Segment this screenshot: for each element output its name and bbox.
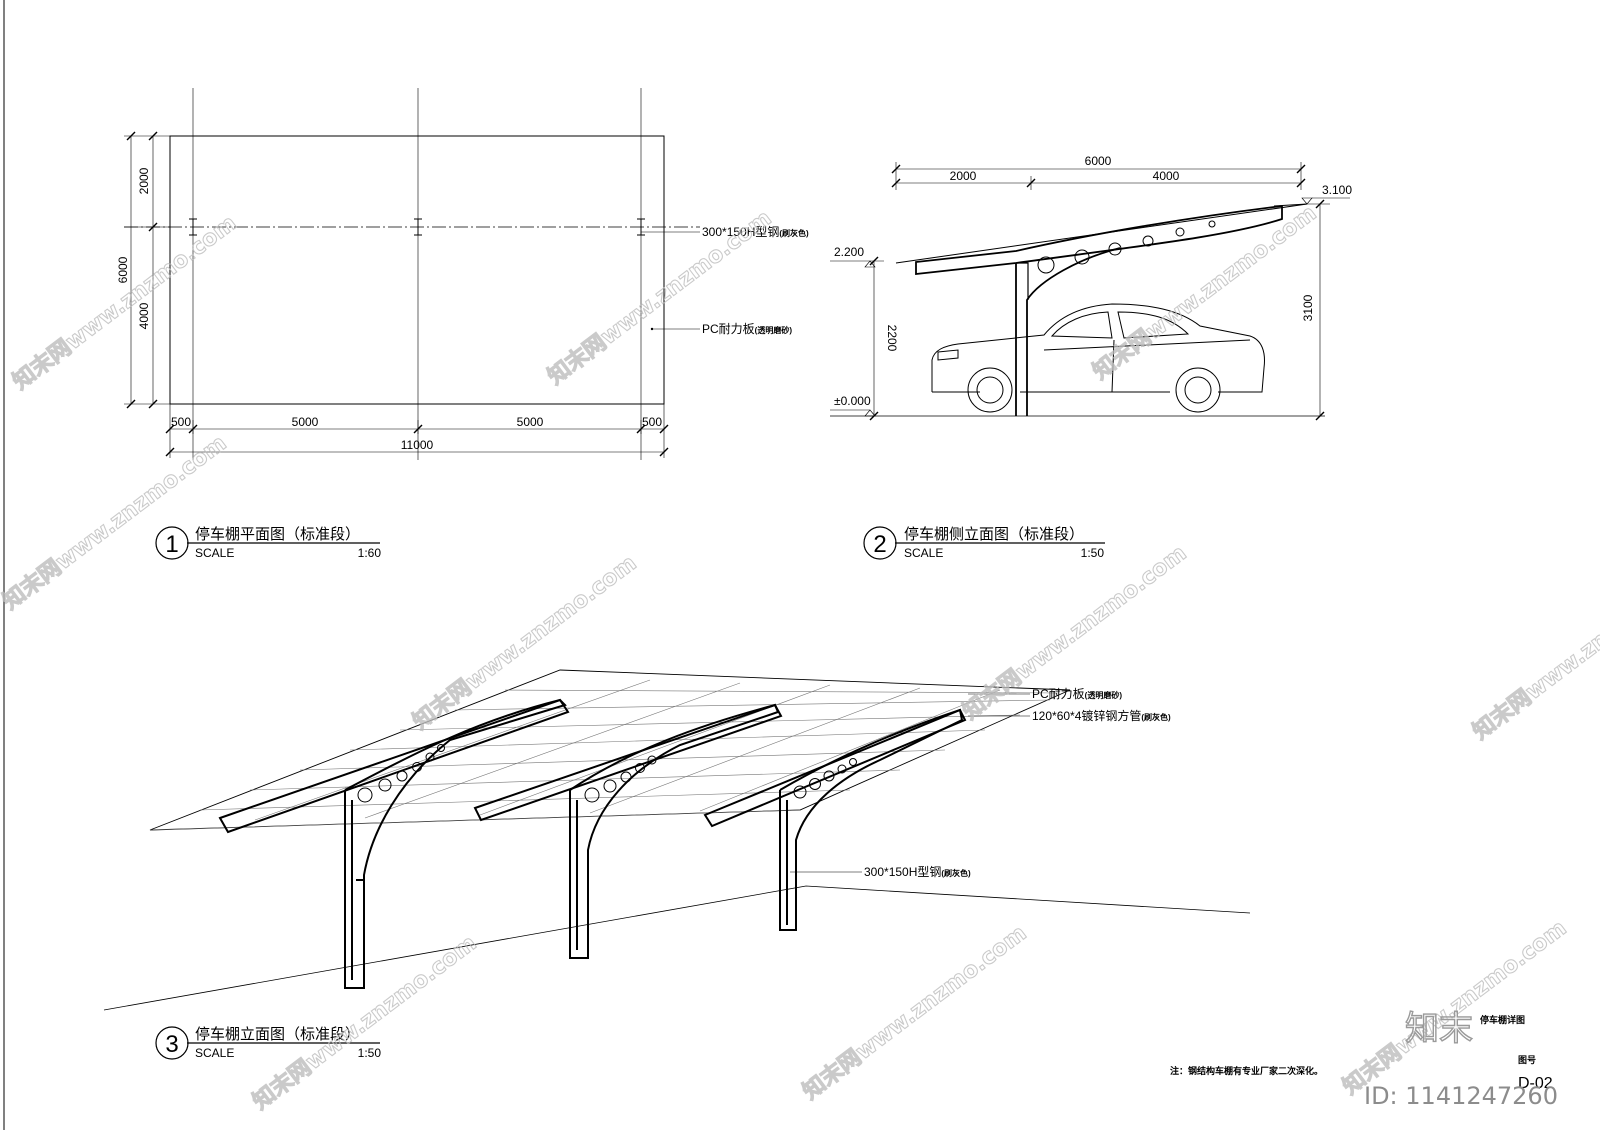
side-column (1015, 247, 1121, 416)
plan-dim-500-right: 500 (642, 415, 662, 429)
plan-scale-value: 1:60 (358, 546, 382, 560)
perspective-frame-3 (703, 708, 967, 931)
side-elevation: 6000 2000 4000 3.100 3100 2.200 2200 ±0.… (830, 154, 1352, 560)
side-car (931, 303, 1265, 413)
watermark-text: 知末网www.znzmo.com (0, 430, 231, 615)
side-level-ground: ±0.000 (834, 394, 871, 408)
side-scale-value: 1:50 (1081, 546, 1105, 560)
plan-dim-4000: 4000 (137, 302, 151, 329)
watermark-layer: 知末网www.znzmo.com 知末网www.znzmo.com 知末网www… (0, 199, 1600, 1115)
side-height-left: 2200 (885, 325, 899, 352)
perspective-frame-2 (473, 703, 783, 959)
side-cantilever-beam (915, 204, 1283, 276)
plan-dim-2000: 2000 (137, 167, 151, 194)
titleblock-note: 注：钢结构车棚有专业厂家二次深化。 (1170, 1065, 1323, 1076)
perspective-title: 停车棚立面图（标准段） (195, 1026, 360, 1043)
side-dim-4000: 4000 (1153, 169, 1180, 183)
side-level-top: 3.100 (1322, 183, 1352, 197)
watermark-text: 知末网www.znzmo.com (1088, 200, 1321, 385)
side-height-right: 3100 (1301, 294, 1315, 321)
plan-title: 停车棚平面图（标准段） (195, 526, 360, 543)
watermark-text: 知末网www.znzmo.com (543, 205, 776, 390)
plan-label-beam: 300*150H型钢(刷灰色) (702, 225, 809, 239)
perspective-label-column: 300*150H型钢(刷灰色) (864, 865, 971, 879)
perspective-label-purlin: 120*60*4镀锌钢方管(刷灰色) (1032, 708, 1171, 723)
perspective-roof-grid (149, 669, 1071, 831)
watermark-text: 知末网www.znzmo.com (408, 550, 641, 735)
perspective-title-number: 3 (165, 1031, 178, 1058)
watermark-text: 知末网www.znzmo.com (1338, 915, 1571, 1100)
side-title: 停车棚侧立面图（标准段） (904, 526, 1084, 543)
title-block: 停车棚详图 图号 D-02 注：钢结构车棚有专业厂家二次深化。 (1170, 1014, 1553, 1092)
plan-dim-5000-b: 5000 (517, 415, 544, 429)
watermark-logo: 知末 (1405, 1009, 1473, 1049)
perspective-ground (103, 885, 1251, 1011)
plan-title-number: 1 (165, 531, 178, 558)
plan-dim-5000-a: 5000 (292, 415, 319, 429)
watermark-text: 知末网www.znzmo.com (8, 210, 241, 395)
watermark-id: ID: 1141247260 (1364, 1082, 1558, 1110)
plan-label-roof: PC耐力板(透明磨砂) (702, 322, 792, 336)
side-dim-6000: 6000 (1085, 154, 1112, 168)
perspective-view: PC耐力板(透明磨砂) 120*60*4镀锌钢方管(刷灰色) 300*150H型… (103, 669, 1251, 1060)
watermark-text: 知末网www.znzmo.com (798, 920, 1031, 1105)
perspective-label-roof: PC耐力板(透明磨砂) (1032, 687, 1122, 701)
side-level-eave: 2.200 (834, 245, 864, 259)
plan-dim-500-left: 500 (171, 415, 191, 429)
perspective-frame-1 (218, 698, 570, 989)
side-title-number: 2 (873, 531, 886, 558)
side-dim-2000: 2000 (950, 169, 977, 183)
plan-dim-6000: 6000 (116, 256, 130, 283)
titleblock-sheet-number: D-02 (1518, 1075, 1553, 1092)
plan-dim-11000: 11000 (401, 438, 434, 452)
perspective-scale-value: 1:50 (358, 1046, 382, 1060)
plan-view: 2000 4000 6000 500 5000 5000 500 11000 3… (116, 88, 809, 560)
watermark-text: 知末网www.znzmo.com (1468, 560, 1600, 745)
titleblock-drawing-label: 图号 (1518, 1055, 1536, 1065)
plan-scale-label: SCALE (195, 546, 234, 560)
side-scale-label: SCALE (904, 546, 943, 560)
titleblock-sheet-name: 停车棚详图 (1480, 1014, 1525, 1025)
perspective-scale-label: SCALE (195, 1046, 234, 1060)
plan-outline (169, 135, 665, 405)
